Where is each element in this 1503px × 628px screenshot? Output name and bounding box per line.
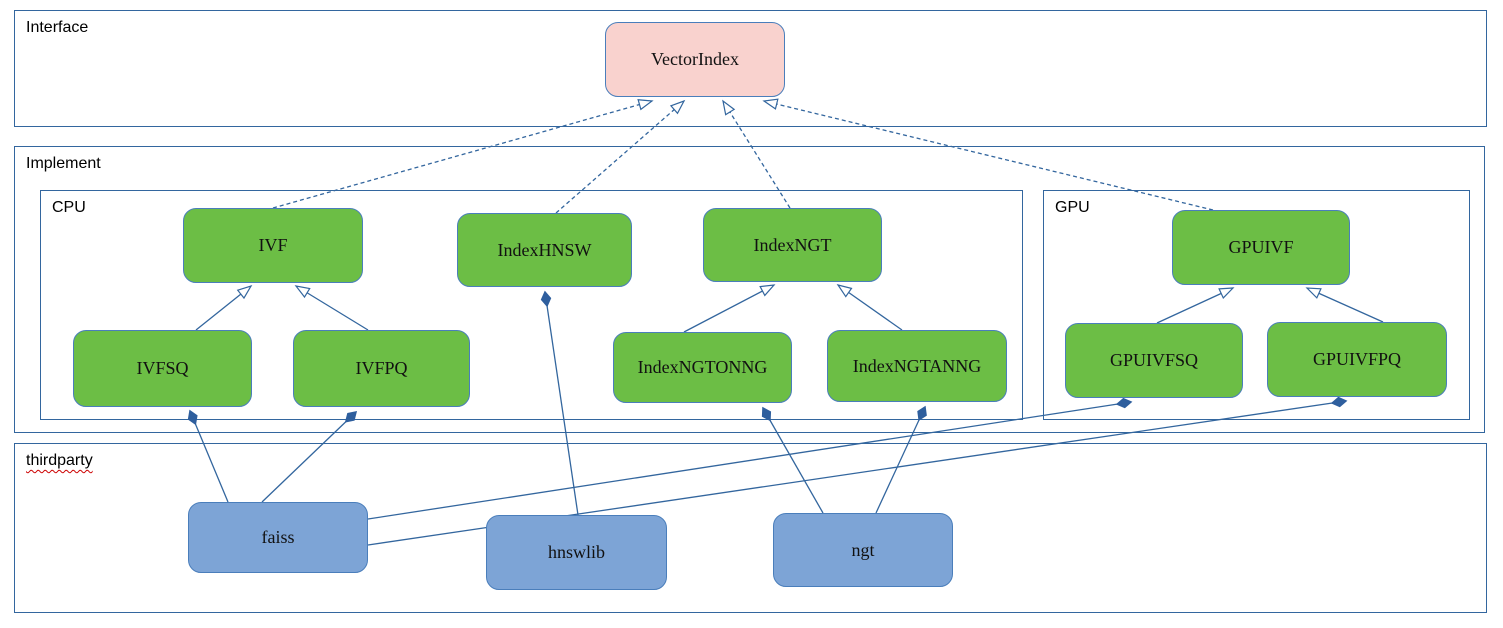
node-indexngt-label: IndexNGT — [753, 234, 832, 255]
node-vectorindex-label: VectorIndex — [651, 49, 739, 69]
node-gpuivfpq[interactable]: GPUIVFPQ — [1267, 322, 1447, 397]
node-ivfsq-label: IVFSQ — [136, 358, 189, 378]
node-gpuivf-label: GPUIVF — [1228, 237, 1294, 257]
node-ngt[interactable]: ngt — [773, 513, 953, 587]
node-indexngtanng[interactable]: IndexNGTANNG — [827, 330, 1007, 402]
gpu-container-label: GPU — [1055, 199, 1090, 216]
node-indexngtonng-label: IndexNGTONNG — [637, 357, 768, 377]
node-ivf[interactable]: IVF — [183, 208, 363, 283]
node-hnswlib[interactable]: hnswlib — [486, 515, 667, 590]
node-hnswlib-label: hnswlib — [547, 542, 605, 562]
interface-container-label: Interface — [26, 19, 89, 36]
thirdparty-container-label: thirdparty — [26, 452, 93, 469]
node-gpuivfsq-label: GPUIVFSQ — [1109, 350, 1199, 370]
node-vectorindex[interactable]: VectorIndex — [605, 22, 785, 97]
node-ngt-label: ngt — [851, 539, 875, 560]
node-gpuivfsq[interactable]: GPUIVFSQ — [1065, 323, 1243, 398]
implement-container-label: Implement — [26, 155, 101, 172]
node-indexngtonng[interactable]: IndexNGTONNG — [613, 332, 792, 403]
node-ivf-label: IVF — [258, 235, 288, 255]
node-indexngt[interactable]: IndexNGT — [703, 208, 882, 282]
node-indexhnsw[interactable]: IndexHNSW — [457, 213, 632, 287]
node-indexngtanng-label: IndexNGTANNG — [852, 355, 982, 376]
cpu-container-label: CPU — [52, 199, 86, 216]
node-faiss-label: faiss — [261, 527, 295, 547]
node-indexhnsw-label: IndexHNSW — [497, 239, 592, 260]
node-gpuivfpq-label: GPUIVFPQ — [1312, 349, 1402, 369]
node-ivfsq[interactable]: IVFSQ — [73, 330, 252, 407]
node-ivfpq[interactable]: IVFPQ — [293, 330, 470, 407]
node-faiss[interactable]: faiss — [188, 502, 368, 573]
node-ivfpq-label: IVFPQ — [355, 358, 408, 378]
node-gpuivf[interactable]: GPUIVF — [1172, 210, 1350, 285]
